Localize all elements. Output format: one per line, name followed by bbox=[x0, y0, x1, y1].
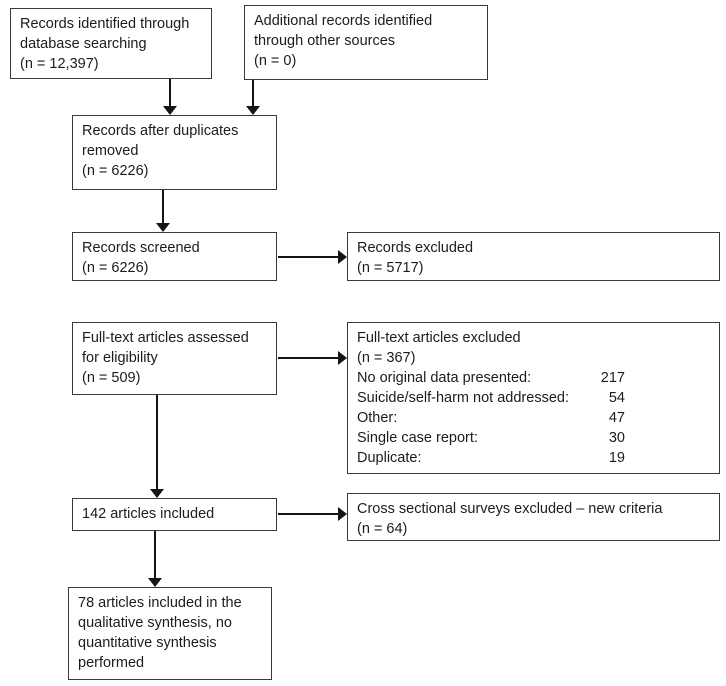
exclusion-reason-row: No original data presented: 217 bbox=[357, 368, 625, 388]
exclusion-reason-label: Suicide/self-harm not addressed: bbox=[357, 390, 569, 406]
exclusion-reason-row: Duplicate: 19 bbox=[357, 448, 625, 468]
arrow-included-to-cross-sectional bbox=[278, 507, 347, 521]
records-excluded-text: Records excluded (n = 5717) bbox=[357, 240, 474, 276]
exclusion-reason-value: 54 bbox=[608, 390, 625, 406]
exclusion-reason-label: Duplicate: bbox=[357, 450, 422, 466]
box-records-screened: Records screened (n = 6226) bbox=[72, 232, 277, 281]
box-articles-included: 142 articles included bbox=[72, 498, 277, 531]
arrowhead-down-icon bbox=[246, 106, 260, 115]
arrow-additional-to-duplicates bbox=[246, 80, 260, 115]
fulltext-assessed-text: Full-text articles assessed for eligibil… bbox=[82, 330, 249, 386]
box-qualitative-synthesis: 78 articles included in the qualitative … bbox=[68, 587, 272, 680]
arrow-assessed-to-fulltext-excluded bbox=[278, 351, 347, 365]
arrow-screened-to-excluded bbox=[278, 250, 347, 264]
fulltext-excluded-count: (n = 367) bbox=[357, 350, 416, 366]
exclusion-reason-row: Single case report: 30 bbox=[357, 428, 625, 448]
arrow-shaft bbox=[169, 79, 171, 106]
arrow-assessed-to-included bbox=[150, 395, 164, 498]
box-fulltext-excluded: Full-text articles excluded (n = 367) No… bbox=[347, 322, 720, 474]
records-identified-text: Records identified through database sear… bbox=[20, 16, 190, 72]
exclusion-reason-row: Suicide/self-harm not addressed: 54 bbox=[357, 388, 625, 408]
arrow-identified-to-duplicates bbox=[163, 79, 177, 115]
arrow-shaft bbox=[278, 357, 338, 359]
box-additional-records: Additional records identified through ot… bbox=[244, 5, 488, 80]
arrowhead-down-icon bbox=[163, 106, 177, 115]
qualitative-synthesis-text: 78 articles included in the qualitative … bbox=[78, 595, 242, 671]
articles-included-text: 142 articles included bbox=[82, 506, 215, 522]
fulltext-excluded-title: Full-text articles excluded bbox=[357, 330, 521, 346]
arrow-shaft bbox=[156, 395, 158, 489]
exclusion-reason-value: 30 bbox=[608, 430, 625, 446]
arrow-included-to-qualitative bbox=[148, 531, 162, 587]
box-after-duplicates: Records after duplicates removed (n = 62… bbox=[72, 115, 277, 190]
after-duplicates-text: Records after duplicates removed (n = 62… bbox=[82, 123, 239, 179]
arrowhead-right-icon bbox=[338, 250, 347, 264]
exclusion-reason-label: No original data presented: bbox=[357, 370, 532, 386]
arrow-shaft bbox=[252, 80, 254, 106]
arrow-shaft bbox=[154, 531, 156, 578]
arrow-duplicates-to-screened bbox=[156, 190, 170, 232]
arrowhead-right-icon bbox=[338, 507, 347, 521]
cross-sectional-excluded-text: Cross sectional surveys excluded – new c… bbox=[357, 501, 663, 537]
exclusion-reason-value: 47 bbox=[608, 410, 625, 426]
arrowhead-down-icon bbox=[156, 223, 170, 232]
exclusion-reason-label: Other: bbox=[357, 410, 398, 426]
records-screened-text: Records screened (n = 6226) bbox=[82, 240, 200, 276]
arrowhead-down-icon bbox=[148, 578, 162, 587]
box-records-identified: Records identified through database sear… bbox=[10, 8, 212, 79]
arrow-shaft bbox=[278, 256, 338, 258]
arrow-shaft bbox=[162, 190, 164, 223]
exclusion-reason-value: 19 bbox=[608, 450, 625, 466]
box-records-excluded: Records excluded (n = 5717) bbox=[347, 232, 720, 281]
box-cross-sectional-excluded: Cross sectional surveys excluded – new c… bbox=[347, 493, 720, 541]
exclusion-reason-value: 217 bbox=[600, 370, 625, 386]
exclusion-reason-row: Other: 47 bbox=[357, 408, 625, 428]
arrowhead-right-icon bbox=[338, 351, 347, 365]
additional-records-text: Additional records identified through ot… bbox=[254, 13, 433, 69]
arrowhead-down-icon bbox=[150, 489, 164, 498]
arrow-shaft bbox=[278, 513, 338, 515]
box-fulltext-assessed: Full-text articles assessed for eligibil… bbox=[72, 322, 277, 395]
exclusion-reason-label: Single case report: bbox=[357, 430, 478, 446]
